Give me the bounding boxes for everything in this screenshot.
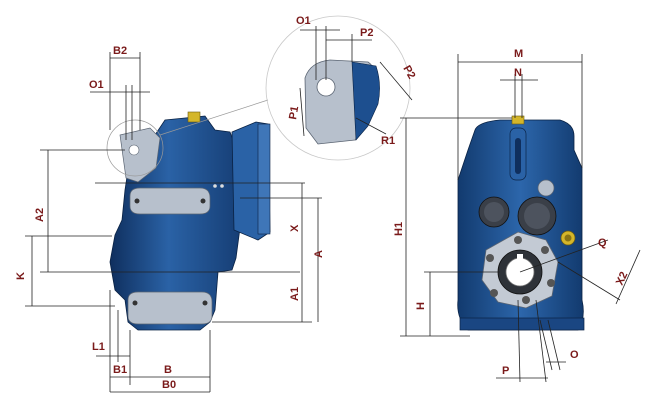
dim-label-h1: H1 [393,222,405,236]
dim-label-b0: B0 [162,379,176,391]
detail-leader [159,99,269,136]
front-small-plug [537,179,555,197]
front-flange-bolt [541,246,549,254]
side-marker [213,184,217,188]
dim-label-b1: B1 [113,364,127,376]
side-lower-plate [127,291,213,325]
dim-x2-ext [557,261,621,301]
front-base [459,317,585,331]
front-flange-bolt [547,279,555,287]
side-upper-plate-bolt [134,198,140,204]
side-upper-lug [119,127,161,183]
dim-label-detail-o1: O1 [296,15,311,27]
side-view: B2 O1 A2 K X A A1 L1 B1 [15,45,325,393]
dim-label-o1: O1 [89,79,104,91]
dim-label-b2: B2 [113,45,127,57]
front-flange-bolt [486,254,494,262]
side-upper-plate [129,187,211,215]
dim-label-l1: L1 [92,341,105,353]
front-keyway [517,254,523,259]
front-cap-left-inner [484,202,504,222]
side-vent-plug [187,111,201,123]
dim-label-detail-p2-top: P2 [360,27,373,39]
front-view: M N H1 H Q X2 P O [393,48,641,383]
dim-q-line [519,239,609,273]
dim-x2-line [615,249,641,305]
detail-view: O1 P2 P2 P1 R1 [265,15,418,161]
dim-label-a2: A2 [34,208,46,222]
side-upper-plate-bolt [200,198,206,204]
dim-detail-p1-line [299,87,305,137]
dim-label-m: M [514,48,523,60]
dim-label-n: N [514,67,522,79]
side-flange-face [257,123,271,235]
dim-p-ext-right [535,299,547,383]
side-detail-circle [106,119,164,177]
dim-label-a: A [313,250,325,258]
front-vent-plug [511,115,525,125]
front-cap-right-inner [524,203,550,229]
dim-detail-r1-leader [355,117,387,135]
front-flange-bolt [490,289,498,297]
dim-label-detail-p2-side: P2 [400,64,417,82]
front-flange-bolt [514,236,522,244]
detail-lug-shadow [351,61,380,141]
side-lug-hole [128,144,140,156]
dim-label-a1: A1 [289,287,301,301]
side-lower-plate-bolt [202,300,208,306]
dim-p-ext-left [517,299,521,383]
dim-label-o: O [570,349,579,361]
front-flange-bolt [522,296,530,304]
side-marker [220,184,224,188]
dim-label-k: K [15,272,27,280]
front-top-lug-slot [515,138,521,174]
detail-circle [265,15,411,161]
front-level-plug-inner [564,234,572,242]
dim-label-p: P [502,365,509,377]
dim-label-b: B [164,364,172,376]
detail-hole [316,77,336,97]
dim-label-x: X [289,224,301,232]
dim-label-x2: X2 [614,270,631,287]
dim-label-q: Q [598,237,607,249]
side-lower-plate-bolt [132,300,138,306]
dim-detail-p2-side-line [379,61,413,101]
dim-label-h: H [415,302,427,310]
dim-label-detail-p1: P1 [287,105,301,120]
dim-label-detail-r1: R1 [381,135,395,147]
